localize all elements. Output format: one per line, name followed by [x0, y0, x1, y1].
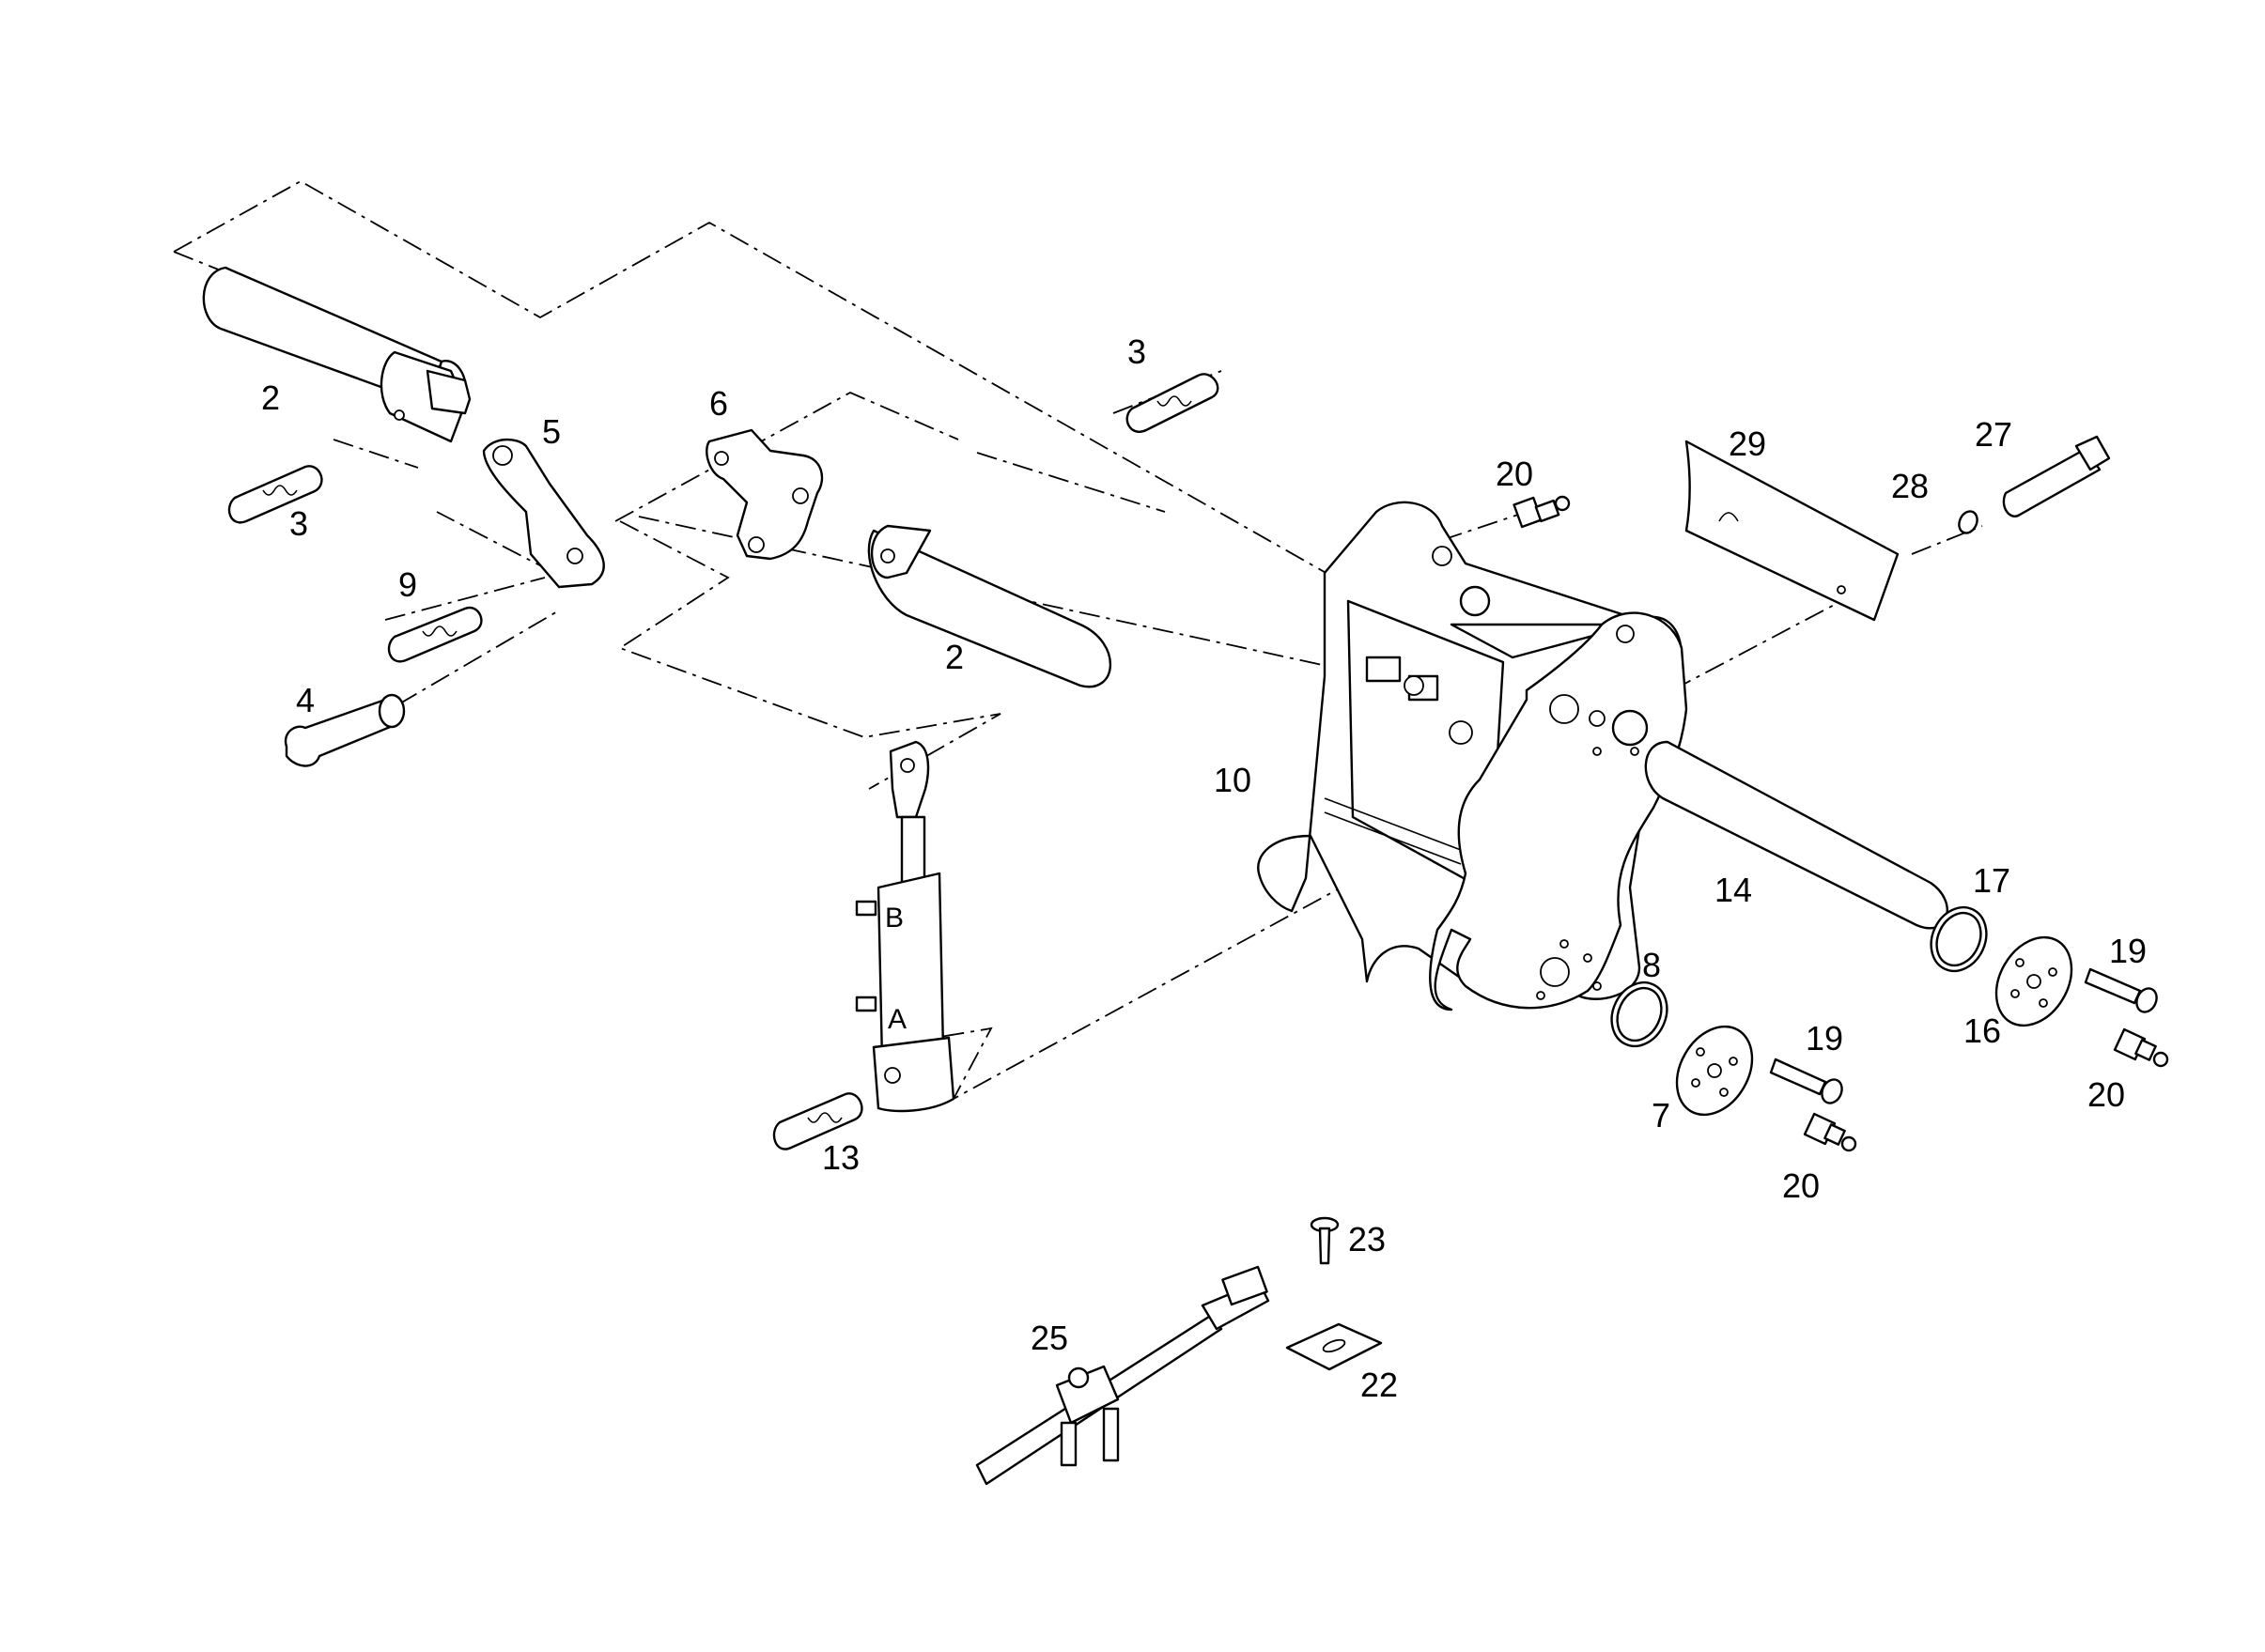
- label-part-3-left: 3: [289, 504, 308, 543]
- label-part-10: 10: [1214, 761, 1251, 799]
- part-14-shaft: [1644, 740, 1948, 930]
- leader-lines: [173, 179, 2068, 1104]
- part-29-cover: [1684, 440, 1900, 622]
- label-part-29: 29: [1729, 425, 1766, 463]
- label-part-2-center: 2: [945, 638, 964, 676]
- part-20-grease-nipple-right: [2113, 1027, 2169, 1068]
- label-part-9: 9: [398, 565, 417, 604]
- port-b-letter: B: [885, 903, 904, 934]
- part-8-ring: [1610, 980, 1668, 1048]
- label-part-3-right: 3: [1127, 332, 1146, 371]
- label-part-13: 13: [822, 1138, 860, 1177]
- label-part-2-left: 2: [261, 378, 280, 417]
- part-22-clip: [1285, 1322, 1383, 1371]
- label-part-20-right: 20: [2087, 1075, 2125, 1114]
- callout-labels: 2 3 5 6 9 4 3 2 13 10 20 29 28 27 14 17 …: [261, 332, 2147, 1404]
- label-part-5: 5: [542, 412, 561, 451]
- port-a-letter: A: [888, 1004, 907, 1035]
- label-part-23: 23: [1348, 1220, 1386, 1258]
- part-9-pin: [387, 606, 483, 663]
- part-7-plate: [1675, 1025, 1754, 1117]
- label-part-17: 17: [1973, 861, 2010, 900]
- label-part-19-right: 19: [2109, 932, 2147, 970]
- label-part-6: 6: [709, 384, 728, 423]
- part-2-cylinder-center: [867, 524, 1112, 688]
- label-part-7: 7: [1652, 1096, 1670, 1135]
- label-part-22: 22: [1360, 1366, 1398, 1404]
- part-6-bracket: [706, 428, 824, 561]
- part-19-screw-center: [1769, 1058, 1843, 1104]
- part-13-hydraulic-cylinder: B A: [855, 740, 955, 1113]
- label-part-27: 27: [1975, 415, 2012, 454]
- label-part-20-top: 20: [1496, 455, 1533, 493]
- label-part-14: 14: [1714, 871, 1752, 909]
- part-4-bolt: [284, 693, 406, 767]
- label-part-25: 25: [1031, 1319, 1068, 1357]
- part-25-pipe-bracket: [975, 1265, 1270, 1486]
- part-19-screw-right: [2084, 967, 2158, 1013]
- part-28-washer: [1958, 510, 1978, 534]
- part-20-grease-nipple-center: [1803, 1112, 1857, 1152]
- label-part-19-center: 19: [1806, 1019, 1843, 1058]
- part-27-bolt: [2002, 435, 2111, 517]
- label-part-4: 4: [296, 681, 315, 719]
- label-part-28: 28: [1891, 467, 1929, 505]
- part-13-pin: [772, 1092, 863, 1150]
- part-17-ring: [1930, 905, 1988, 973]
- part-23-screw: [1310, 1216, 1340, 1265]
- part-3-pin-right: [1125, 373, 1219, 433]
- part-16-plate: [1994, 935, 2073, 1027]
- label-part-20-center: 20: [1782, 1166, 1820, 1205]
- part-20-grease-nipple-top: [1513, 495, 1571, 529]
- part-2-cylinder-left: [202, 266, 472, 443]
- part-5-lever: [482, 438, 605, 589]
- part-3-pin-left: [227, 465, 323, 524]
- label-part-16: 16: [1963, 1011, 2001, 1050]
- part-10-side-plate: [1429, 611, 1688, 1011]
- label-part-8: 8: [1642, 946, 1661, 984]
